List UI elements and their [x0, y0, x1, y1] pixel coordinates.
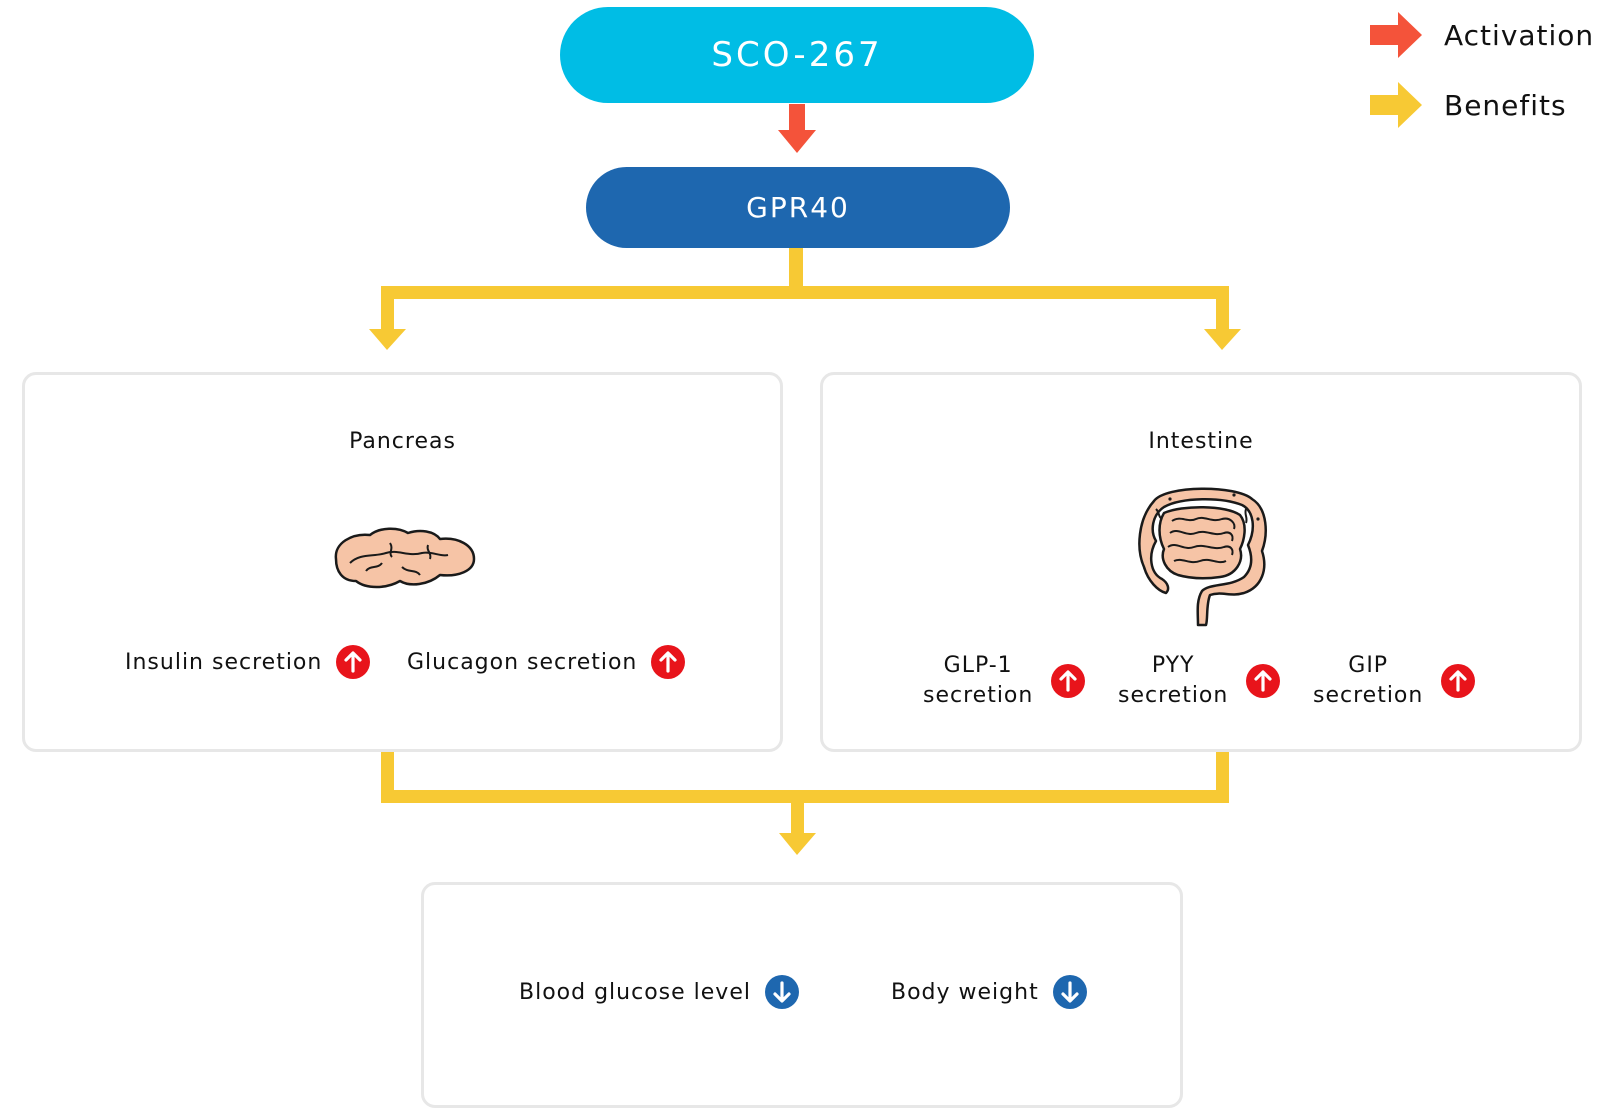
effect-label: Insulin secretion — [125, 649, 323, 675]
intestine-title: Intestine — [1148, 429, 1254, 454]
drug-node: SCO-267 — [560, 7, 1034, 103]
outcome-blood-glucose: Blood glucose level — [519, 975, 799, 1009]
outcome-label: Body weight — [891, 979, 1039, 1005]
legend-activation-label: Activation — [1444, 18, 1595, 52]
effect-label: GLP-1 secretion — [923, 653, 1034, 708]
orange-arrow-right-icon — [1370, 12, 1422, 58]
increase-arrow-icon — [1246, 664, 1281, 698]
benefits-split-connector — [369, 248, 1241, 350]
yellow-arrow-right-icon — [1370, 82, 1422, 128]
outcome-label: Blood glucose level — [519, 979, 751, 1005]
effect-label: PYY secretion — [1118, 653, 1229, 708]
receptor-node: GPR40 — [586, 167, 1010, 248]
effect-insulin: Insulin secretion — [125, 645, 371, 679]
intestine-icon — [1138, 487, 1267, 627]
effect-glp1: GLP-1 secretion — [923, 651, 1086, 711]
increase-arrow-icon — [1441, 664, 1476, 698]
effect-gip: GIP secretion — [1313, 651, 1476, 711]
effect-label: Glucagon secretion — [407, 649, 638, 675]
benefits-merge-connector — [381, 752, 1229, 855]
pancreas-panel: Pancreas Insulin secretion Glucagon secr… — [22, 372, 783, 752]
pancreas-title: Pancreas — [349, 429, 456, 454]
effect-glucagon: Glucagon secretion — [407, 645, 686, 679]
increase-arrow-icon — [1051, 664, 1086, 698]
increase-arrow-icon — [336, 645, 371, 679]
decrease-arrow-icon — [764, 975, 799, 1009]
decrease-arrow-icon — [1052, 975, 1087, 1009]
effect-label: GIP secretion — [1313, 653, 1424, 708]
outcome-body-weight: Body weight — [891, 975, 1087, 1009]
outcome-panel: Blood glucose level Body weight — [421, 882, 1183, 1108]
activation-arrow — [778, 104, 816, 153]
increase-arrow-icon — [651, 645, 686, 679]
receptor-label: GPR40 — [746, 191, 850, 224]
effect-pyy: PYY secretion — [1118, 651, 1281, 711]
drug-label: SCO-267 — [711, 35, 883, 75]
legend-benefits-label: Benefits — [1444, 88, 1567, 122]
legend-activation: Activation — [1370, 12, 1594, 58]
pancreas-icon — [334, 527, 476, 589]
intestine-panel: Intestine GLP-1 secretion PYY secretion — [820, 372, 1582, 752]
legend-benefits: Benefits — [1370, 82, 1567, 128]
